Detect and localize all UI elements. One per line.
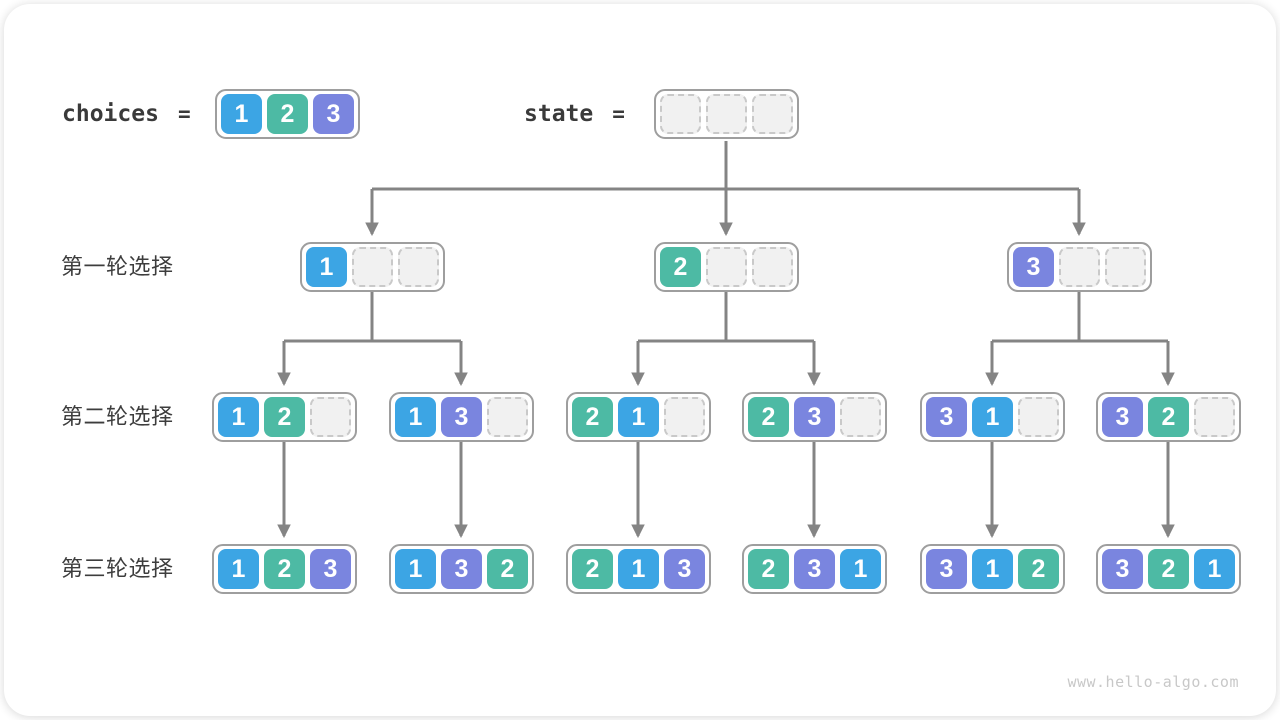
array-cell: 2	[748, 549, 789, 589]
array-cell: 2	[487, 549, 528, 589]
node-l1-2: 2	[654, 242, 799, 292]
node-l3-123: 1 2 3	[212, 544, 357, 594]
array-cell: 2	[572, 397, 613, 437]
node-l2-31: 3 1	[920, 392, 1065, 442]
node-l3-231: 2 3 1	[742, 544, 887, 594]
array-cell: 2	[267, 94, 308, 134]
node-l1-3: 3	[1007, 242, 1152, 292]
row-label-round-3: 第三轮选择	[61, 556, 174, 581]
array-cell	[706, 247, 747, 287]
array-cell: 2	[1018, 549, 1059, 589]
array-cell: 1	[218, 549, 259, 589]
node-l2-21: 2 1	[566, 392, 711, 442]
node-l2-23: 2 3	[742, 392, 887, 442]
array-cell: 3	[926, 549, 967, 589]
array-cell: 3	[926, 397, 967, 437]
choices-expression: choices =	[62, 89, 191, 139]
array-cell: 1	[618, 397, 659, 437]
array-cell: 1	[972, 549, 1013, 589]
node-l2-32: 3 2	[1096, 392, 1241, 442]
array-cell	[706, 94, 747, 134]
array-cell: 1	[1194, 549, 1235, 589]
array-cell: 2	[572, 549, 613, 589]
array-cell	[660, 94, 701, 134]
array-cell: 2	[748, 397, 789, 437]
array-cell	[487, 397, 528, 437]
row-label-round-2: 第二轮选择	[61, 404, 174, 429]
array-cell: 1	[840, 549, 881, 589]
array-cell	[352, 247, 393, 287]
array-cell	[398, 247, 439, 287]
state-expression: state =	[524, 89, 625, 139]
array-cell: 1	[306, 247, 347, 287]
array-cell: 3	[1013, 247, 1054, 287]
diagram-card: choices = 1 2 3 state = 第一轮选择 第二轮选择 第三轮选…	[4, 4, 1276, 716]
array-cell	[1194, 397, 1235, 437]
array-cell: 2	[1148, 397, 1189, 437]
array-cell: 1	[618, 549, 659, 589]
array-cell: 2	[264, 549, 305, 589]
array-cell	[752, 94, 793, 134]
array-cell: 2	[1148, 549, 1189, 589]
node-l3-213: 2 1 3	[566, 544, 711, 594]
array-cell: 3	[313, 94, 354, 134]
row-label-round-1: 第一轮选择	[61, 254, 174, 279]
node-l3-312: 3 1 2	[920, 544, 1065, 594]
array-cell: 3	[441, 397, 482, 437]
array-cell	[1105, 247, 1146, 287]
array-cell: 2	[660, 247, 701, 287]
node-l3-321: 3 2 1	[1096, 544, 1241, 594]
array-cell	[1059, 247, 1100, 287]
array-cell: 3	[1102, 549, 1143, 589]
array-cell	[752, 247, 793, 287]
array-cell: 3	[794, 397, 835, 437]
array-cell: 3	[441, 549, 482, 589]
state-label: state	[524, 101, 594, 127]
array-cell	[310, 397, 351, 437]
array-cell: 3	[664, 549, 705, 589]
array-cell: 3	[310, 549, 351, 589]
array-cell: 1	[395, 549, 436, 589]
array-cell	[1018, 397, 1059, 437]
equals-sign: =	[177, 102, 191, 126]
array-cell	[664, 397, 705, 437]
node-l2-13: 1 3	[389, 392, 534, 442]
node-l2-12: 1 2	[212, 392, 357, 442]
array-cell: 1	[972, 397, 1013, 437]
state-array	[654, 89, 799, 139]
node-l3-132: 1 3 2	[389, 544, 534, 594]
array-cell: 3	[794, 549, 835, 589]
choices-array: 1 2 3	[215, 89, 360, 139]
array-cell	[840, 397, 881, 437]
array-cell: 1	[218, 397, 259, 437]
array-cell: 3	[1102, 397, 1143, 437]
array-cell: 2	[264, 397, 305, 437]
watermark: www.hello-algo.com	[1067, 673, 1239, 691]
array-cell: 1	[395, 397, 436, 437]
tree-connectors	[277, 141, 1175, 539]
array-cell: 1	[221, 94, 262, 134]
choices-label: choices	[62, 101, 159, 127]
node-l1-1: 1	[300, 242, 445, 292]
equals-sign: =	[612, 102, 625, 126]
